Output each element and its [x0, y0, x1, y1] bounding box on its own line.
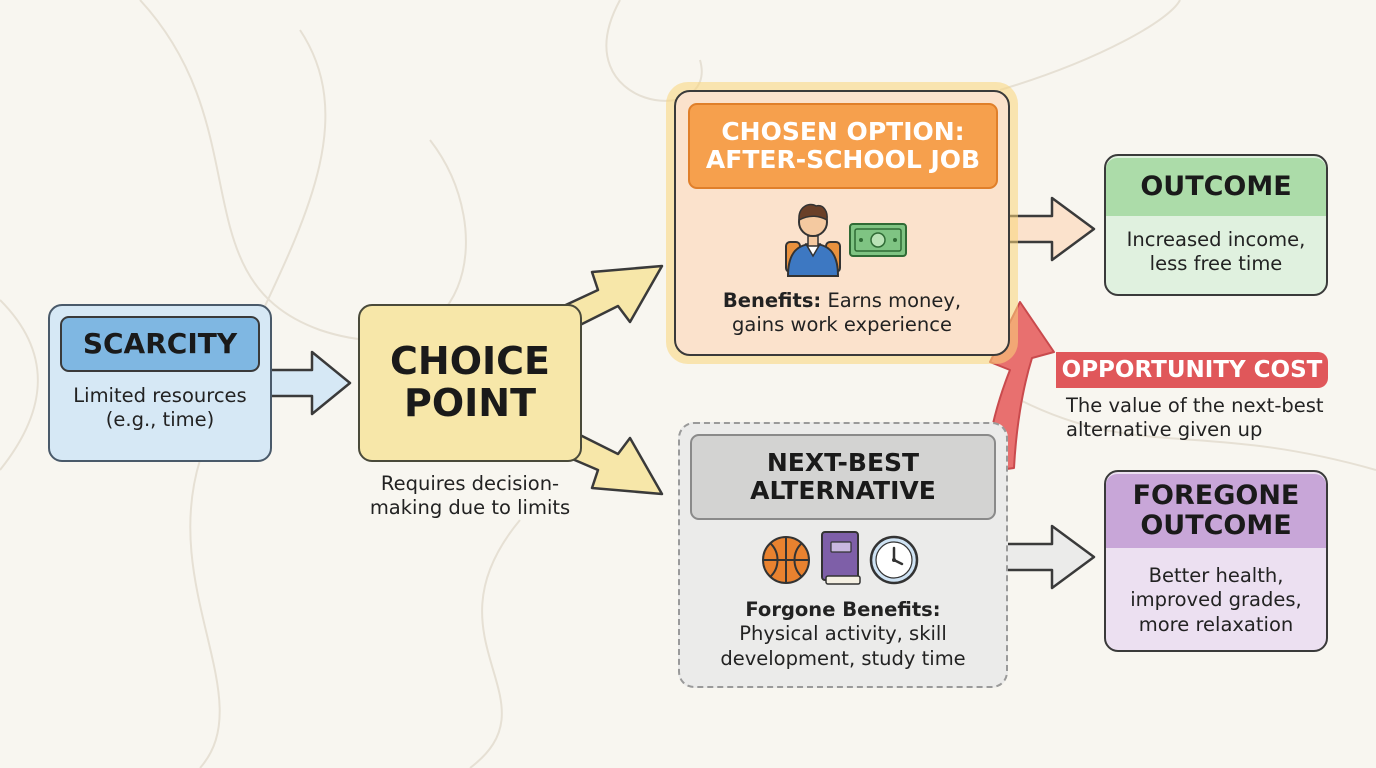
clock-icon [869, 535, 919, 585]
next-best-title-line1: NEXT-BEST [766, 448, 920, 477]
opportunity-cost-description: The value of the next-best alternative g… [1066, 394, 1324, 442]
arrow-chosen-to-outcome [1004, 196, 1096, 262]
outcome-description: Increased income, less free time [1126, 228, 1306, 276]
next-best-header: NEXT-BEST ALTERNATIVE [690, 434, 996, 520]
foregone-outcome-header: FOREGONE OUTCOME [1106, 474, 1326, 548]
scarcity-header: SCARCITY [60, 316, 260, 372]
next-best-title-line2: ALTERNATIVE [750, 476, 936, 505]
book-icon [821, 531, 861, 585]
benefits-label: Benefits: [722, 289, 822, 312]
opportunity-cost-banner: OPPORTUNITY COST [1056, 352, 1328, 388]
foregone-title-line1: FOREGONE [1132, 479, 1300, 511]
next-best-forgone-benefits: Forgone Benefits: Physical activity, ski… [678, 598, 1008, 671]
choice-point-box: CHOICE POINT [358, 304, 582, 462]
cash-icon [849, 223, 907, 257]
chosen-option-benefits: Benefits: Earns money, gains work experi… [722, 289, 962, 337]
outcome-header: OUTCOME [1106, 158, 1326, 216]
opportunity-cost-title: OPPORTUNITY COST [1061, 357, 1323, 383]
foregone-outcome-description: Better health, improved grades, more rel… [1130, 564, 1302, 636]
arrow-alternative-to-foregone [1004, 524, 1096, 590]
forgone-benefits-label: Forgone Benefits: [745, 598, 941, 621]
outcome-title: OUTCOME [1140, 170, 1292, 202]
choice-point-title-line1: CHOICE [390, 339, 550, 384]
foregone-title-line2: OUTCOME [1140, 510, 1292, 541]
scarcity-title: SCARCITY [82, 327, 238, 361]
chosen-option-title-line2: AFTER-SCHOOL JOB [705, 145, 981, 174]
basketball-icon [762, 536, 810, 584]
student-with-backpack-icon [785, 203, 841, 277]
choice-point-title-line2: POINT [403, 381, 537, 425]
chosen-option-title-line1: CHOSEN OPTION: [721, 117, 965, 146]
chosen-option-header: CHOSEN OPTION: AFTER-SCHOOL JOB [688, 103, 998, 189]
choice-point-note: Requires decision- making due to limits [369, 472, 571, 520]
scarcity-description: Limited resources (e.g., time) [73, 384, 247, 432]
arrow-scarcity-to-choice [268, 350, 352, 416]
